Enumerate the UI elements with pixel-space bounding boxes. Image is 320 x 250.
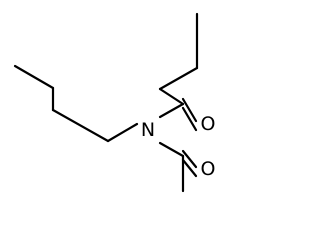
bond-butanoyl-2 [158, 66, 199, 91]
bond-co-lower-2 [181, 158, 198, 178]
bond-co-upper-1 [181, 97, 198, 123]
bond-butanoyl-1 [158, 87, 185, 106]
bond-butyl-4 [106, 122, 139, 143]
atom-label-oxygen-lower: O [201, 158, 216, 180]
bond-co-upper-2 [181, 106, 198, 132]
bond-butyl-1 [13, 64, 55, 90]
bond-n-carbonyl-lower [158, 141, 185, 158]
bond-butyl-3 [51, 108, 110, 143]
atom-label-oxygen-upper: O [201, 113, 216, 135]
bond-co-lower-1 [181, 149, 198, 169]
chemical-structure: N O O [13, 12, 216, 193]
atom-label-nitrogen: N [141, 119, 155, 141]
bond-n-carbonyl-upper [158, 102, 185, 119]
